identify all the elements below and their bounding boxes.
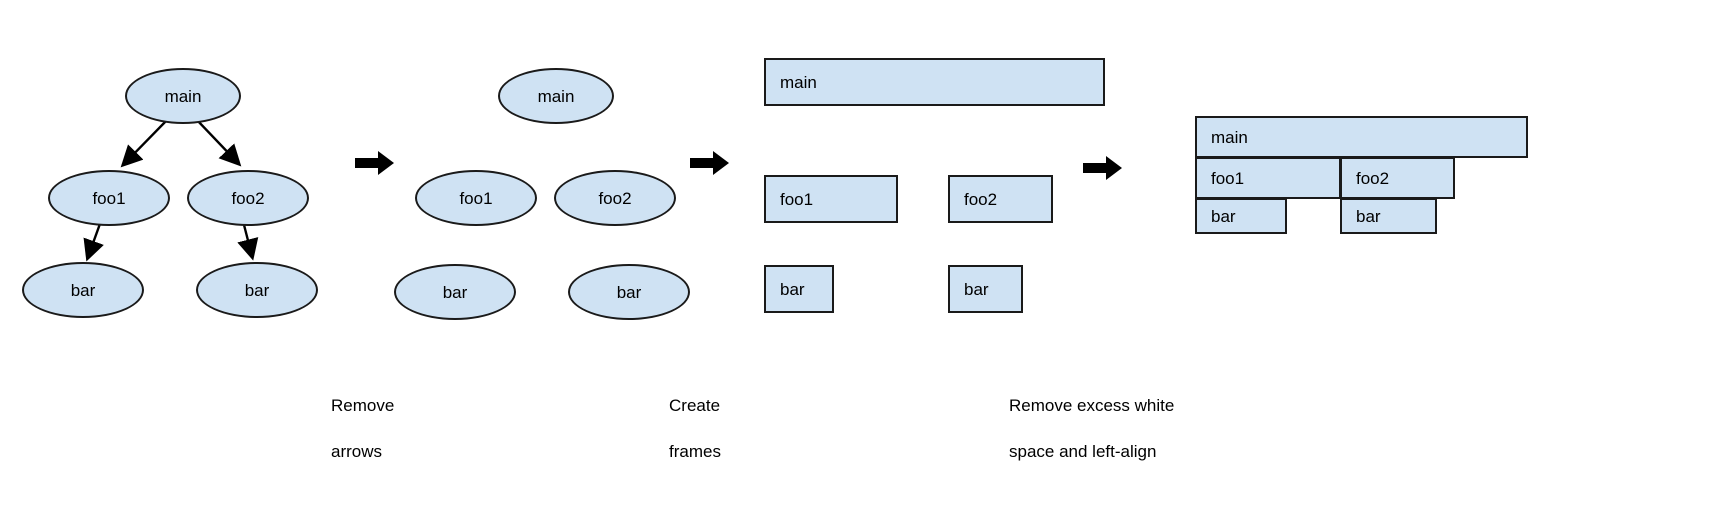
- frame-foo2[interactable]: foo2: [1340, 157, 1455, 199]
- edge-main-foo2: [195, 118, 242, 167]
- node-label: bar: [442, 282, 468, 302]
- node-main[interactable]: main: [498, 68, 614, 124]
- frame-label: bar: [1211, 206, 1236, 226]
- stage-no-arrows: main foo1 foo2 bar bar: [390, 0, 710, 340]
- right-block-arrow-icon: [355, 148, 395, 178]
- node-bar-1[interactable]: bar: [394, 264, 516, 320]
- caption-line-1: Create: [669, 396, 721, 415]
- node-label: bar: [70, 280, 96, 300]
- node-bar-2[interactable]: bar: [568, 264, 690, 320]
- frame-foo2[interactable]: foo2: [948, 175, 1053, 223]
- frame-bar-2[interactable]: bar: [948, 265, 1023, 313]
- frame-label: foo1: [780, 189, 814, 209]
- edge-foo1-bar1: [83, 220, 104, 262]
- node-foo1[interactable]: foo1: [48, 170, 170, 226]
- right-block-arrow-icon: [1083, 153, 1123, 183]
- node-bar-2[interactable]: bar: [196, 262, 318, 318]
- tree-edge-group: [83, 118, 259, 262]
- frame-label: foo2: [964, 189, 998, 209]
- caption-remove-arrows: Remove arrows: [331, 371, 531, 486]
- caption-create-frames: Create frames: [669, 371, 869, 486]
- frame-foo1[interactable]: foo1: [1195, 157, 1341, 199]
- node-label: main: [537, 86, 575, 106]
- frame-main[interactable]: main: [1195, 116, 1528, 158]
- node-label: main: [164, 86, 202, 106]
- node-foo1[interactable]: foo1: [415, 170, 537, 226]
- edge-foo2-bar2: [237, 220, 259, 261]
- node-label: foo1: [92, 188, 126, 208]
- frame-label: foo1: [1211, 168, 1245, 188]
- node-label: foo2: [231, 188, 265, 208]
- frame-bar-1[interactable]: bar: [764, 265, 834, 313]
- frame-label: bar: [780, 279, 805, 299]
- edge-main-foo1: [120, 118, 169, 168]
- caption-line-1: Remove: [331, 396, 395, 415]
- node-foo2[interactable]: foo2: [187, 170, 309, 226]
- node-foo2[interactable]: foo2: [554, 170, 676, 226]
- stage-compact: main foo1 foo2 bar bar: [1195, 0, 1535, 340]
- node-label: foo1: [459, 188, 493, 208]
- node-label: bar: [616, 282, 642, 302]
- frame-label: main: [780, 72, 817, 92]
- stage-frames: main foo1 foo2 bar bar: [750, 0, 1105, 340]
- caption-remove-excess-white-space: Remove excess white space and left-align: [1009, 371, 1269, 486]
- caption-line-2: space and left-align: [1009, 442, 1157, 461]
- node-label: foo2: [598, 188, 632, 208]
- frame-label: bar: [964, 279, 989, 299]
- caption-line-1: Remove excess white: [1009, 396, 1175, 415]
- frame-label: foo2: [1356, 168, 1390, 188]
- frame-bar-2[interactable]: bar: [1340, 198, 1437, 234]
- frame-main[interactable]: main: [764, 58, 1105, 106]
- stage-tree: main foo1 foo2 bar bar: [0, 0, 340, 340]
- node-main[interactable]: main: [125, 68, 241, 124]
- frame-foo1[interactable]: foo1: [764, 175, 898, 223]
- frame-label: main: [1211, 127, 1248, 147]
- frame-label: bar: [1356, 206, 1381, 226]
- caption-line-2: frames: [669, 442, 721, 461]
- right-block-arrow-icon: [690, 148, 730, 178]
- node-bar-1[interactable]: bar: [22, 262, 144, 318]
- node-label: bar: [244, 280, 270, 300]
- frame-bar-1[interactable]: bar: [1195, 198, 1287, 234]
- caption-line-2: arrows: [331, 442, 383, 461]
